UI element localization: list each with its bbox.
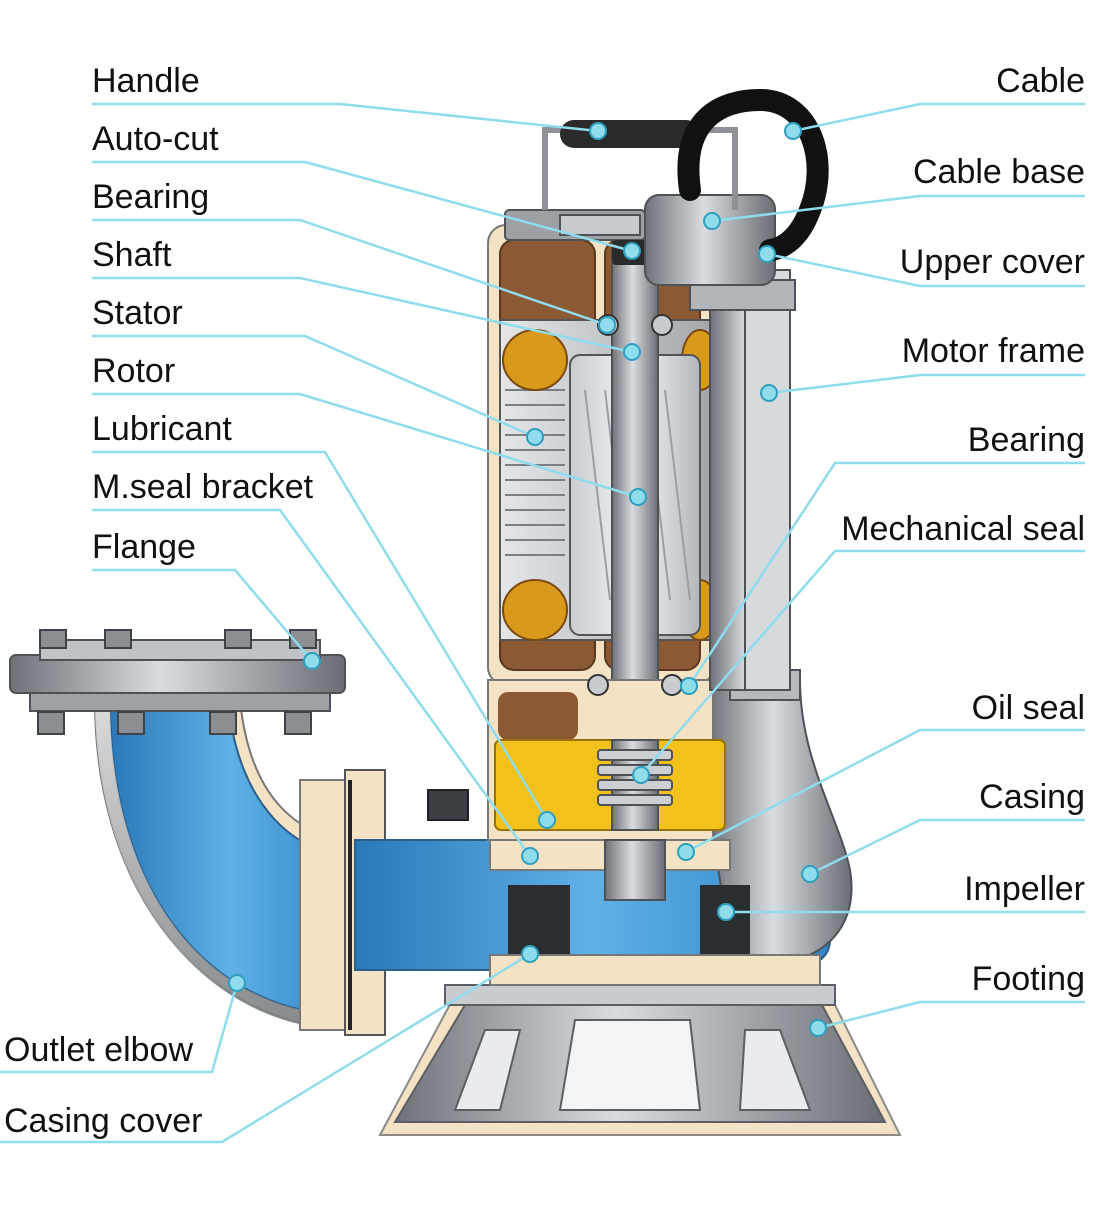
cable-part (677, 88, 829, 261)
leader-lines (0, 102, 1085, 1144)
label-flange: Flange (92, 528, 196, 566)
label-footing: Footing (971, 960, 1085, 998)
label-mechanical-seal: Mechanical seal (841, 510, 1085, 548)
label-cable: Cable (996, 62, 1085, 100)
label-handle: Handle (92, 62, 200, 100)
label-motor-frame: Motor frame (901, 332, 1085, 370)
label-impeller: Impeller (964, 870, 1085, 908)
label-upper-cover: Upper cover (899, 243, 1085, 281)
label-oil-seal: Oil seal (971, 689, 1085, 727)
label-outlet-elbow: Outlet elbow (4, 1031, 193, 1069)
label-mseal-bracket: M.seal bracket (92, 468, 314, 506)
label-auto-cut: Auto-cut (92, 120, 219, 158)
label-stator: Stator (92, 294, 183, 332)
label-cable-base: Cable base (912, 153, 1085, 191)
label-rotor: Rotor (92, 352, 176, 390)
label-casing-cover: Casing cover (4, 1102, 203, 1140)
motor-housing (427, 209, 821, 986)
label-lubricant: Lubricant (92, 410, 232, 448)
outlet-elbow-part (9, 629, 386, 1036)
label-bearing-lower: Bearing (967, 421, 1085, 459)
label-casing: Casing (979, 778, 1085, 816)
leader-dots (228, 122, 827, 1037)
label-shaft: Shaft (92, 236, 172, 274)
label-bearing-upper: Bearing (92, 178, 210, 216)
footing-part (378, 984, 902, 1136)
